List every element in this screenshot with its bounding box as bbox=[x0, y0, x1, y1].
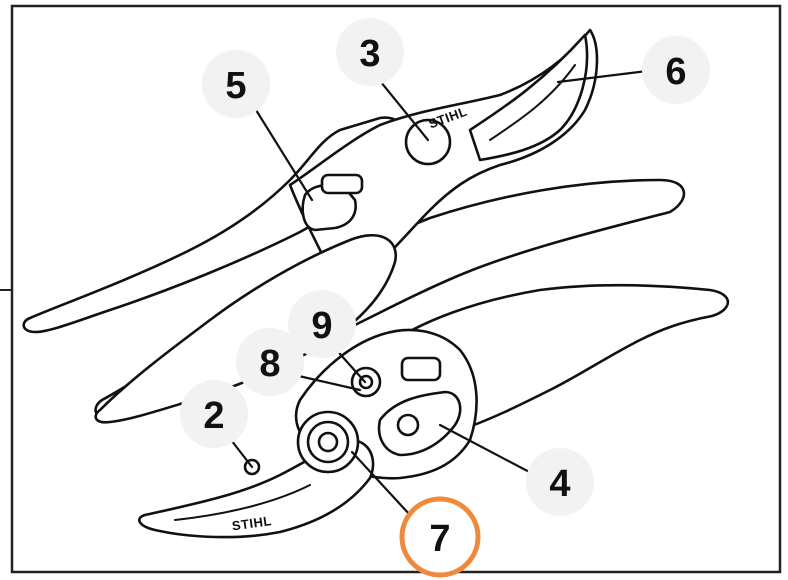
callout-5: 5 bbox=[225, 65, 246, 107]
callout-9: 9 bbox=[311, 305, 332, 347]
leader-line-4 bbox=[438, 423, 537, 477]
leader-line-8 bbox=[288, 372, 362, 392]
callout-4: 4 bbox=[549, 463, 570, 505]
callout-8: 8 bbox=[259, 343, 280, 385]
callout-2: 2 bbox=[203, 395, 224, 437]
callout-7-highlight-ring bbox=[399, 496, 481, 578]
callout-numbers: 5 3 6 9 8 2 4 7 bbox=[180, 18, 710, 578]
bottom-shears-illustration: STIHL bbox=[94, 234, 730, 539]
leader-line-7 bbox=[350, 450, 412, 517]
bottom-shears-lower-handle bbox=[94, 234, 398, 424]
callout-3: 3 bbox=[359, 33, 380, 75]
leader-lines bbox=[226, 68, 657, 517]
leader-line-5 bbox=[254, 108, 314, 202]
safety-lock-lever bbox=[377, 390, 462, 457]
top-shears-pivot-bolt bbox=[404, 118, 452, 166]
bottom-shears-brand-label: STIHL bbox=[231, 513, 273, 533]
leader-line-3 bbox=[374, 74, 430, 142]
leader-line-6 bbox=[556, 68, 657, 84]
callout-6: 6 bbox=[665, 51, 686, 93]
callout-7: 7 bbox=[429, 518, 450, 560]
